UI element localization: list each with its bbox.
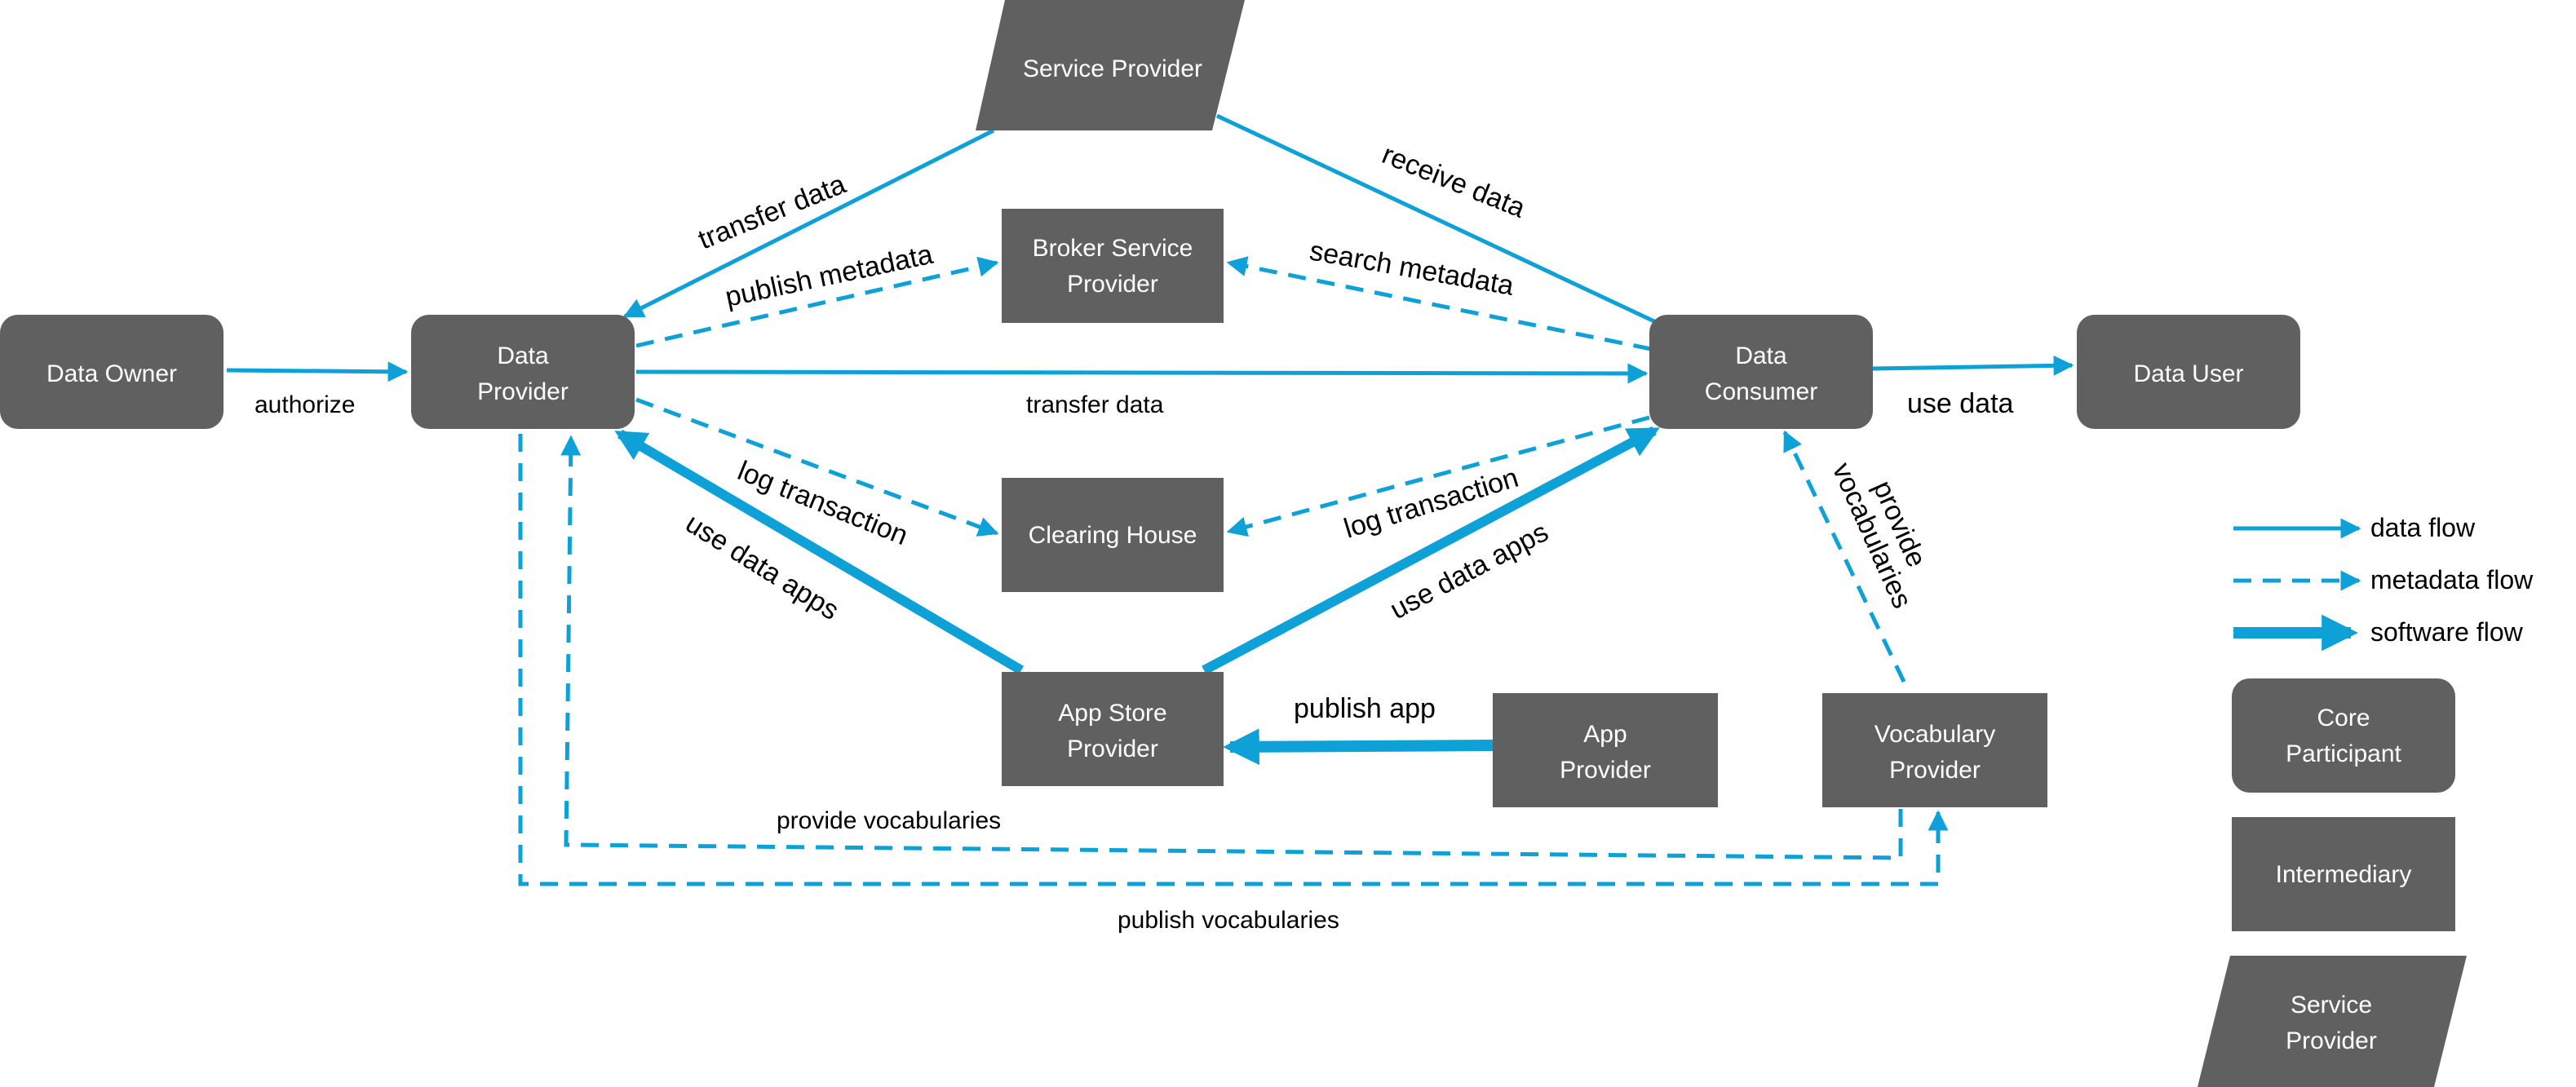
legend-data-flow-label: data flow [2370,513,2476,542]
node-app-provider-label-line2: Provider [1560,757,1651,784]
node-data-consumer-label-line1: Data [1735,342,1787,369]
label-log-transaction-left: log transaction [733,455,912,551]
node-broker-label-line2: Provider [1067,271,1158,298]
edge-use-data-apps-right [1202,426,1660,675]
edges [226,113,2074,886]
edge-publish-app [1223,728,1494,766]
label-publish-vocabularies: publish vocabularies [1118,907,1339,934]
edge-provide-vocabularies-bottom [560,435,1903,860]
node-data-provider-label-line1: Data [497,342,549,369]
legend-metadata-flow: metadata flow [2233,565,2534,594]
edge-log-transaction-left [635,397,999,537]
edge-publish-vocabularies [518,434,1949,886]
edge-log-transaction-right [1226,415,1650,537]
legend-core-participant-line1: Core [2317,705,2370,731]
label-use-data-apps-left: use data apps [680,508,844,626]
legend-intermediary-label: Intermediary [2276,861,2412,888]
nodes: Service Provider Broker Service Provider… [0,0,2300,807]
legend-intermediary: Intermediary [2232,817,2455,931]
node-clearing-house-label: Clearing House [1029,522,1197,549]
node-app-store-provider: App Store Provider [1002,672,1224,786]
node-service-provider: Service Provider [976,0,1245,130]
legend: data flow metadata flow software flow Co… [2198,513,2534,1087]
legend-software-flow: software flow [2233,614,2524,652]
label-transfer-data-main: transfer data [1026,391,1164,418]
label-authorize: authorize [255,391,355,418]
edge-search-metadata [1226,256,1652,351]
label-publish-app: publish app [1294,693,1436,724]
node-app-store-label-line1: App Store [1058,700,1166,727]
node-app-store-label-line2: Provider [1067,736,1158,762]
edge-authorize [226,361,409,382]
node-broker-label-line1: Broker Service [1033,235,1193,262]
label-use-data: use data [1907,388,2014,419]
label-receive-data: receive data [1378,139,1529,224]
node-vocabulary-label-line2: Provider [1889,757,1981,784]
legend-core-participant: Core Participant [2232,678,2455,793]
legend-service-provider-line1: Service [2291,992,2372,1019]
edge-publish-metadata [635,256,999,348]
edge-transfer-data-sp [622,128,995,319]
legend-service-provider: Service Provider [2198,956,2467,1087]
node-data-user-label: Data User [2133,360,2243,387]
node-data-consumer: Data Consumer [1649,315,1873,429]
legend-metadata-flow-label: metadata flow [2370,565,2534,594]
node-vocabulary-label-line1: Vocabulary [1874,721,1995,748]
node-data-consumer-label-line2: Consumer [1705,378,1817,405]
node-data-owner-label: Data Owner [46,360,177,387]
node-data-provider-label-line2: Provider [477,378,569,405]
node-app-provider: App Provider [1493,693,1718,807]
legend-service-provider-line2: Provider [2286,1027,2377,1054]
node-vocabulary-provider: Vocabulary Provider [1822,693,2047,807]
node-clearing-house: Clearing House [1002,478,1224,592]
label-log-transaction-right: log transaction [1340,462,1522,545]
label-search-metadata: search metadata [1308,235,1516,301]
edge-use-data-apps-left [614,429,1025,675]
legend-software-flow-label: software flow [2370,617,2524,647]
legend-data-flow: data flow [2233,513,2476,542]
label-provide-vocabularies-bottom: provide vocabularies [777,807,1001,834]
node-data-user: Data User [2077,315,2300,429]
node-broker-service-provider: Broker Service Provider [1002,209,1224,323]
edge-use-data [1872,355,2074,376]
edge-receive-data [1215,113,1658,325]
node-data-provider: Data Provider [411,315,635,429]
node-data-owner: Data Owner [0,315,224,429]
node-service-provider-label: Service Provider [1023,55,1202,82]
edge-transfer-data-main [635,363,1649,384]
node-app-provider-label-line1: App [1583,721,1627,748]
edge-provide-vocabularies-diag [1782,430,1906,683]
legend-core-participant-line2: Participant [2286,740,2401,767]
